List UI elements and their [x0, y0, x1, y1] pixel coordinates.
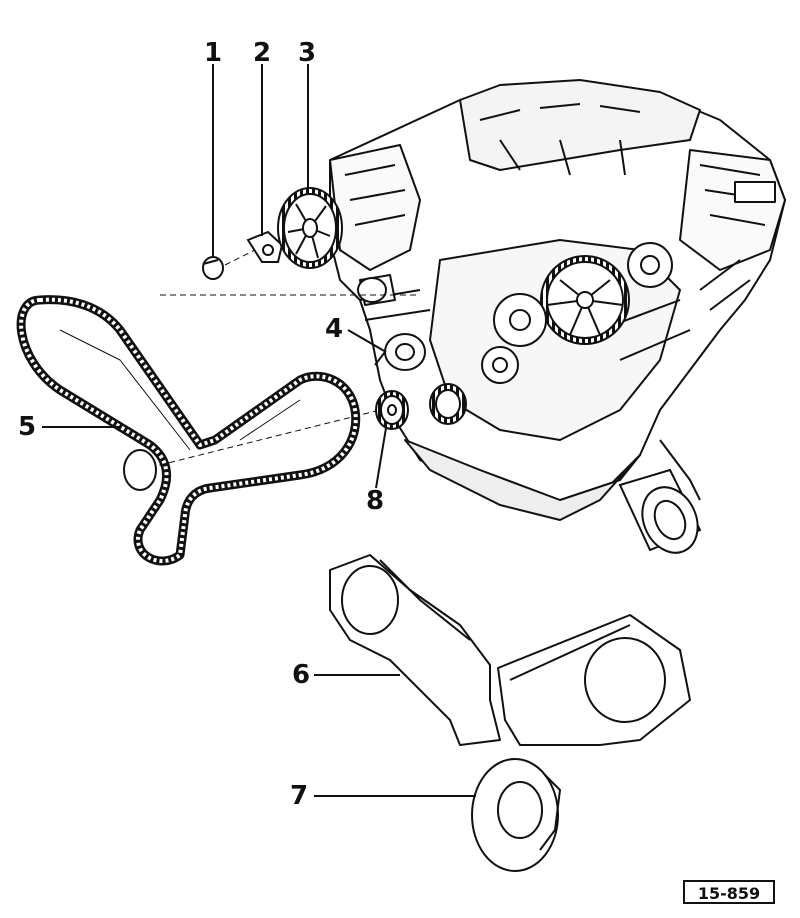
callout-7: 7: [290, 781, 309, 811]
callout-5: 5: [18, 412, 37, 442]
crankshaft-nose: [618, 468, 702, 554]
part-4-tensioner: [374, 333, 426, 371]
callout-2: 2: [253, 38, 272, 68]
belt-idler-roller: [123, 449, 157, 491]
assembly-axis-lines: [139, 249, 420, 471]
callout-4: 4: [325, 314, 344, 344]
part-8-idler-pulley: [375, 383, 467, 430]
engine-small-pulleys: [481, 242, 673, 384]
part-2-washer: [246, 230, 284, 263]
part-7-crank-cover: [471, 758, 562, 872]
figure-number: 15-859: [683, 880, 775, 904]
callout-3: 3: [298, 38, 317, 68]
part-5-timing-belt: [16, 295, 361, 566]
callout-6: 6: [292, 660, 311, 690]
part-3-camshaft-sprocket: [277, 187, 343, 269]
part-6-timing-cover: [329, 554, 691, 746]
part-1-bolt: [202, 256, 224, 280]
leader-lines: [42, 64, 476, 797]
callout-8: 8: [366, 486, 385, 516]
engine-camshaft-sprocket: [540, 255, 630, 345]
callout-1: 1: [204, 38, 223, 68]
